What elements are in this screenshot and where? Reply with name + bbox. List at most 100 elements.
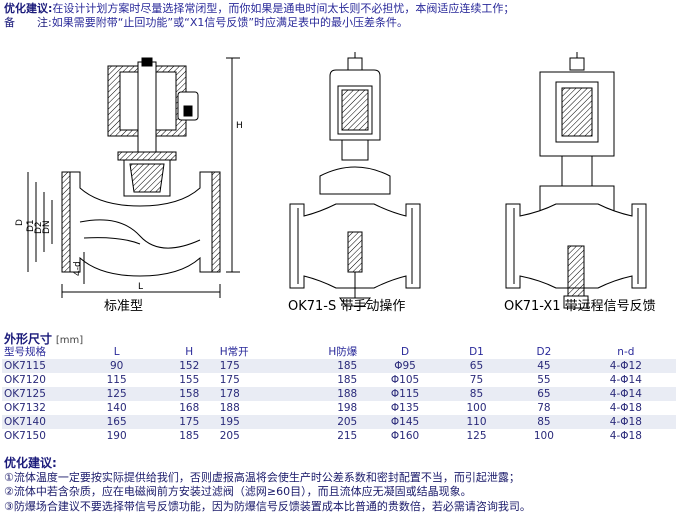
spec-cell: 205 [280,415,370,429]
spec-cell: 55 [537,374,551,386]
drawing-standard [27,57,240,298]
spec-cell: 4-Φ18 [609,402,642,414]
remark-label: 备 注: [4,16,52,29]
valve-drawings: D D1 D2 DN L H 4-d [0,36,683,318]
spec-cell: OK7150 [4,430,46,442]
spec-title-text: 外形尺寸 [4,332,53,346]
spec-cell: 158 [160,387,218,401]
spec-cell: Φ160 [390,430,420,442]
spec-header-cell: H常开 [217,345,280,359]
spec-cell: OK7125 [2,387,73,401]
spec-cell: Φ95 [369,359,441,373]
advice-row: 优化建议:在设计计划方案时尽量选择常闭型，而你如果是通电时间太长则不必担忧，本阀… [4,2,680,16]
advice-text: 在设计计划方案时尽量选择常闭型，而你如果是通电时间太长则不必担忧，本阀适应连续工… [52,2,515,15]
spec-cell: 4-Φ14 [609,374,642,386]
spec-cell: 175 [219,374,240,386]
spec-cell: 178 [217,387,280,401]
spec-cell: 115 [106,374,127,386]
spec-cell: 4-Φ14 [575,387,676,401]
spec-cell: 100 [466,402,487,414]
spec-cell: 175 [217,359,280,373]
spec-header-cell: D2 [512,345,576,359]
dim-dn: DN [42,220,52,234]
spec-cell: OK7115 [2,359,73,373]
spec-cell: Φ115 [369,387,441,401]
remark-row: 备 注:如果需要附带“止回功能”或“X1信号反馈”时应满足表中的最小压差条件。 [4,16,680,30]
spec-cell: OK7120 [4,374,46,386]
spec-cell: 155 [179,374,200,386]
spec-header-cell: L [72,345,161,359]
dim-d2: D2 [34,221,44,234]
spec-cell: 4-Φ18 [609,430,642,442]
spec-header-cell: H防爆 [280,345,370,359]
spec-cell: 85 [512,415,576,429]
spec-cell: 4-Φ18 [575,415,676,429]
drawing-feedback [505,52,647,309]
spec-cell: 190 [106,430,127,442]
dim-h: H [236,121,243,131]
caption-feedback: OK71-X1 带远程信号反馈 [504,299,656,314]
spec-cell: Φ105 [390,374,420,386]
spec-cell: 65 [440,359,513,373]
spec-cell: 125 [466,430,487,442]
spec-header-cell: H [160,345,218,359]
spec-cell: 185 [179,430,200,442]
note-item: ①流体温度一定要按实际提供给我们，否则虚报高温将会使生产时公差系数和密封配置不当… [4,470,520,484]
valve-drawings-svg: D D1 D2 DN L H 4-d [15,52,647,309]
spec-cell: 195 [217,415,280,429]
spec-cell: 4-Φ12 [575,359,676,373]
spec-cell: 165 [72,415,161,429]
spec-cell: 45 [512,359,576,373]
spec-header-cell: 型号规格 [2,345,73,359]
spec-cell: 90 [72,359,161,373]
spec-cell: 188 [219,402,240,414]
spec-cell: 65 [512,387,576,401]
spec-header-cell: n-d [575,345,676,359]
notes-bottom: 优化建议: ①流体温度一定要按实际提供给我们，否则虚报高温将会使生产时公差系数和… [4,456,680,514]
dim-nd: 4-d [73,261,83,276]
spec-header-cell: D [369,345,441,359]
notes-top: 优化建议:在设计计划方案时尽量选择常闭型，而你如果是通电时间太长则不必担忧，本阀… [4,2,680,30]
spec-cell: OK7132 [4,402,46,414]
spec-cell: Φ145 [369,415,441,429]
caption-standard: 标准型 [104,299,144,314]
spec-cell: 125 [72,387,161,401]
spec-title: 外形尺寸 [mm] [4,330,83,347]
spec-cell: 75 [469,374,484,386]
advice-label: 优化建议: [4,2,53,15]
note-item: ②流体中若含杂质，应在电磁阀前方安装过滤阀（滤网≥60目），而且流体应无凝固或结… [4,485,472,498]
spec-cell: 152 [160,359,218,373]
remark-text: 如果需要附带“止回功能”或“X1信号反馈”时应满足表中的最小压差条件。 [51,16,409,29]
spec-cell: 198 [337,402,358,414]
spec-cell: 168 [179,402,200,414]
spec-cell: 78 [537,402,551,414]
dim-d: D [15,219,25,226]
spec-cell: 185 [280,359,370,373]
drawing-manual [289,52,421,307]
spec-cell: 185 [337,374,358,386]
spec-cell: 140 [106,402,127,414]
spec-cell: Φ135 [390,402,420,414]
table-row: OK7132 140 168 188 198 Φ135 100 78 4-Φ18 [2,401,676,415]
spec-cell: OK7140 [2,415,73,429]
table-row: OK7150 190 185 205 215 Φ160 125 100 4-Φ18 [2,429,676,443]
spec-cell: 215 [337,430,358,442]
spec-cell: 188 [280,387,370,401]
spec-unit: [mm] [55,335,84,346]
dim-l: L [138,282,143,292]
spec-header-cell: D1 [440,345,513,359]
spec-cell: 85 [440,387,513,401]
notes-bottom-title: 优化建议: [4,456,57,470]
spec-cell: 100 [533,430,554,442]
spec-cell: 110 [440,415,513,429]
table-row: OK7120 115 155 175 185 Φ105 75 55 4-Φ14 [2,373,676,387]
caption-manual: OK71-S 带手动操作 [288,299,406,314]
spec-cell: 205 [219,430,240,442]
note-item: ③防爆场合建议不要选择带信号反馈功能，因为防爆信号反馈装置成本比普通的贵数倍，若… [4,499,531,513]
dim-d1: D1 [26,219,36,232]
